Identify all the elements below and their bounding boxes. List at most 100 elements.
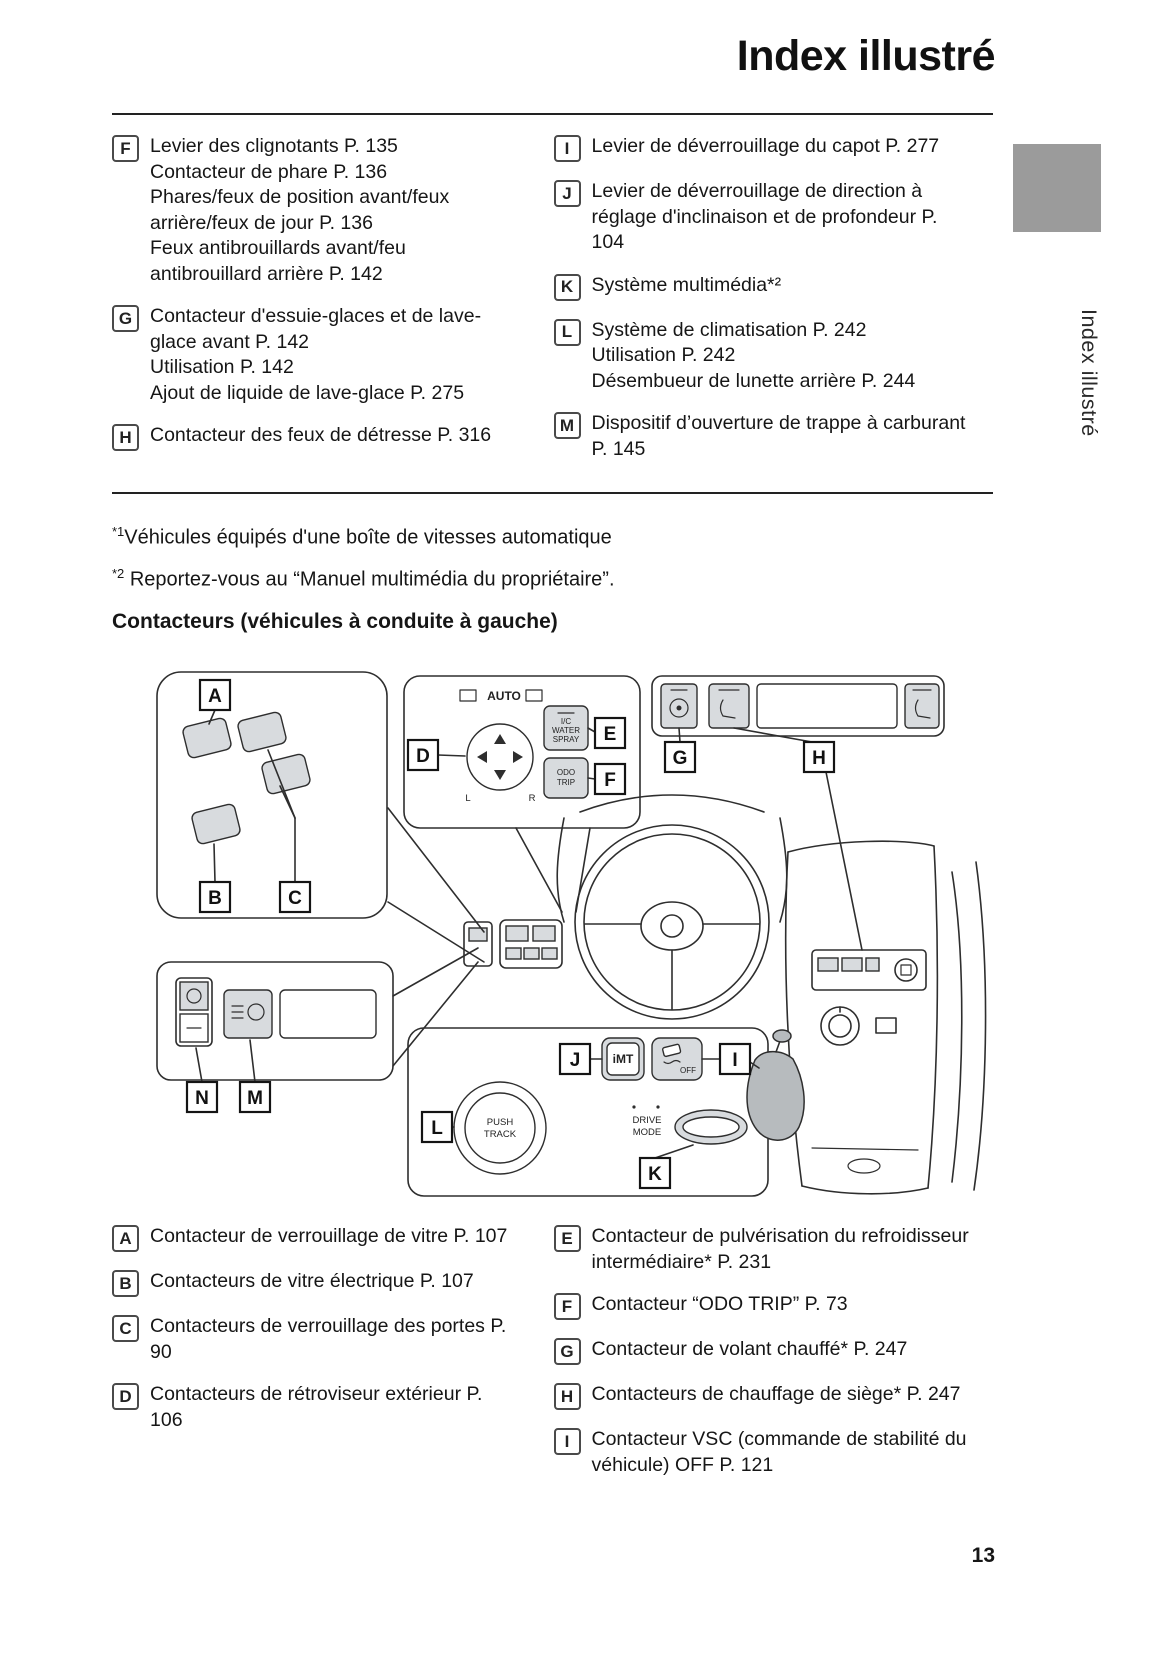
item-key-badge: M <box>553 412 581 439</box>
svg-text:L: L <box>431 1118 443 1139</box>
item-text: Contacteurs de verrouillage des portes P… <box>150 1315 507 1363</box>
index-item: H Contacteur des feux de détresse P. 316 <box>112 423 518 451</box>
item-key-badge: H <box>112 424 139 451</box>
top-index-list: F Levier des clignotants P. 135 Contacte… <box>112 134 995 479</box>
auto-label: AUTO <box>487 689 521 703</box>
item-text: Contacteur VSC (commande de stabilité du… <box>591 1428 967 1476</box>
svg-text:D: D <box>416 746 430 767</box>
item-text: Système multimédia*² <box>591 273 782 296</box>
item-text: Système de climatisation P. 242 Utilisat… <box>591 318 916 392</box>
callout-I: I <box>718 1042 752 1076</box>
callout-C: C <box>278 880 312 914</box>
page-number: 13 <box>971 1544 995 1567</box>
callout-K: K <box>638 1156 672 1190</box>
item-key-badge: B <box>112 1270 139 1297</box>
index-item: E Contacteur de pulvérisation du refroid… <box>553 1224 996 1275</box>
dashboard-figure: AUTO L R I/C WATER SPRAY ODO TRIP <box>112 660 995 1212</box>
svg-text:WATER: WATER <box>552 726 580 735</box>
leader-lines-door <box>387 807 485 963</box>
index-item: A Contacteur de verrouillage de vitre P.… <box>112 1224 518 1252</box>
svg-text:SPRAY: SPRAY <box>553 735 580 744</box>
index-item: K Système multimédia*² <box>553 273 996 301</box>
footnote-2: *2 Reportez-vous au “Manuel multimédia d… <box>112 566 615 592</box>
index-item: L Système de climatisation P. 242 Utilis… <box>553 318 996 395</box>
index-item: F Levier des clignotants P. 135 Contacte… <box>112 134 518 287</box>
index-item: D Contacteurs de rétroviseur extérieur P… <box>112 1382 518 1433</box>
item-key-badge: C <box>112 1315 139 1342</box>
item-key-badge: G <box>112 305 139 332</box>
svg-text:M: M <box>247 1088 263 1109</box>
chapter-tab <box>1013 144 1101 232</box>
index-item: I Contacteur VSC (commande de stabilité … <box>553 1427 996 1478</box>
callout-N: N <box>185 1080 219 1114</box>
callout-E: E <box>593 716 627 750</box>
callout-G: G <box>663 740 697 774</box>
item-key-badge: L <box>553 318 581 346</box>
svg-text:J: J <box>570 1050 581 1071</box>
svg-text:H: H <box>812 748 826 769</box>
item-text: Contacteur de verrouillage de vitre P. 1… <box>150 1225 508 1247</box>
index-item: F Contacteur “ODO TRIP” P. 73 <box>553 1292 996 1320</box>
mirror-left-label: L <box>465 793 470 804</box>
vsc-off-button-label: OFF <box>680 1066 696 1075</box>
door-switch-panel <box>156 671 388 919</box>
svg-text:G: G <box>673 748 688 769</box>
index-item: I Levier de déverrouillage du capot P. 2… <box>553 134 996 162</box>
center-console <box>746 949 927 1174</box>
item-key-badge: J <box>553 180 581 207</box>
svg-text:MODE: MODE <box>633 1127 662 1138</box>
svg-text:C: C <box>288 888 302 909</box>
bottom-index-right-column: E Contacteur de pulvérisation du refroid… <box>553 1224 996 1495</box>
footnote-marker: *1 <box>112 524 125 539</box>
item-text: Levier de déverrouillage du capot P. 277 <box>591 135 940 157</box>
divider-middle <box>112 492 993 494</box>
chapter-tab-label: Index illustré <box>1077 309 1101 437</box>
mirror-control-panel: AUTO L R I/C WATER SPRAY ODO TRIP <box>403 675 641 913</box>
item-text: Contacteur “ODO TRIP” P. 73 <box>591 1293 848 1315</box>
svg-text:N: N <box>195 1088 209 1109</box>
dashboard-line-art <box>556 794 987 1195</box>
item-text: Contacteurs de chauffage de siège* P. 24… <box>591 1383 961 1405</box>
item-text: Contacteurs de vitre électrique P. 107 <box>150 1270 474 1292</box>
steering-wheel <box>574 824 770 1020</box>
item-key-badge: I <box>553 135 581 162</box>
index-item: M Dispositif d’ouverture de trappe à car… <box>553 411 996 462</box>
mirror-right-label: R <box>529 793 536 804</box>
ic-spray-button-label: I/C <box>561 717 571 726</box>
item-key-badge: H <box>553 1383 581 1410</box>
callout-M: M <box>238 1080 272 1114</box>
footnotes: *1Véhicules équipés d'une boîte de vites… <box>112 524 615 607</box>
top-index-left-column: F Levier des clignotants P. 135 Contacte… <box>112 134 554 479</box>
svg-text:F: F <box>604 770 616 791</box>
item-text: Contacteur des feux de détresse P. 316 <box>150 424 492 446</box>
center-lower-panel: iMT OFF PUSH TRACK DRIVE MODE <box>407 1027 769 1197</box>
footnote-marker: *2 <box>112 565 125 581</box>
svg-text:TRACK: TRACK <box>484 1129 517 1140</box>
callout-H: H <box>802 740 836 774</box>
item-key-badge: F <box>112 135 139 162</box>
drive-mode-label: DRIVE <box>632 1115 661 1126</box>
callout-F: F <box>593 762 627 796</box>
svg-text:B: B <box>208 888 222 909</box>
section-heading: Contacteurs (véhicules à conduite à gauc… <box>112 610 558 633</box>
callout-A: A <box>198 678 232 712</box>
index-item: B Contacteurs de vitre électrique P. 107 <box>112 1269 518 1297</box>
svg-text:E: E <box>604 724 617 745</box>
item-text: Contacteur de volant chauffé* P. 247 <box>591 1338 908 1360</box>
callouts: A B C D E F G H N M J I L K <box>185 678 836 1190</box>
callout-B: B <box>198 880 232 914</box>
heated-controls-panel <box>651 675 945 951</box>
item-text: Contacteur d'essuie-glaces et de lave-gl… <box>150 305 482 404</box>
item-text: Contacteurs de rétroviseur extérieur P. … <box>150 1383 483 1431</box>
item-key-badge: F <box>553 1293 581 1320</box>
item-key-badge: K <box>553 273 581 301</box>
steering-column-switches <box>463 919 563 969</box>
divider-top <box>112 113 993 115</box>
index-item: G Contacteur de volant chauffé* P. 247 <box>553 1337 996 1365</box>
svg-text:K: K <box>648 1164 662 1185</box>
svg-text:A: A <box>208 686 222 707</box>
push-track-knob-label: PUSH <box>487 1117 514 1128</box>
page-title: Index illustré <box>736 32 996 80</box>
callout-D: D <box>406 738 440 772</box>
index-item: C Contacteurs de verrouillage des portes… <box>112 1314 518 1365</box>
